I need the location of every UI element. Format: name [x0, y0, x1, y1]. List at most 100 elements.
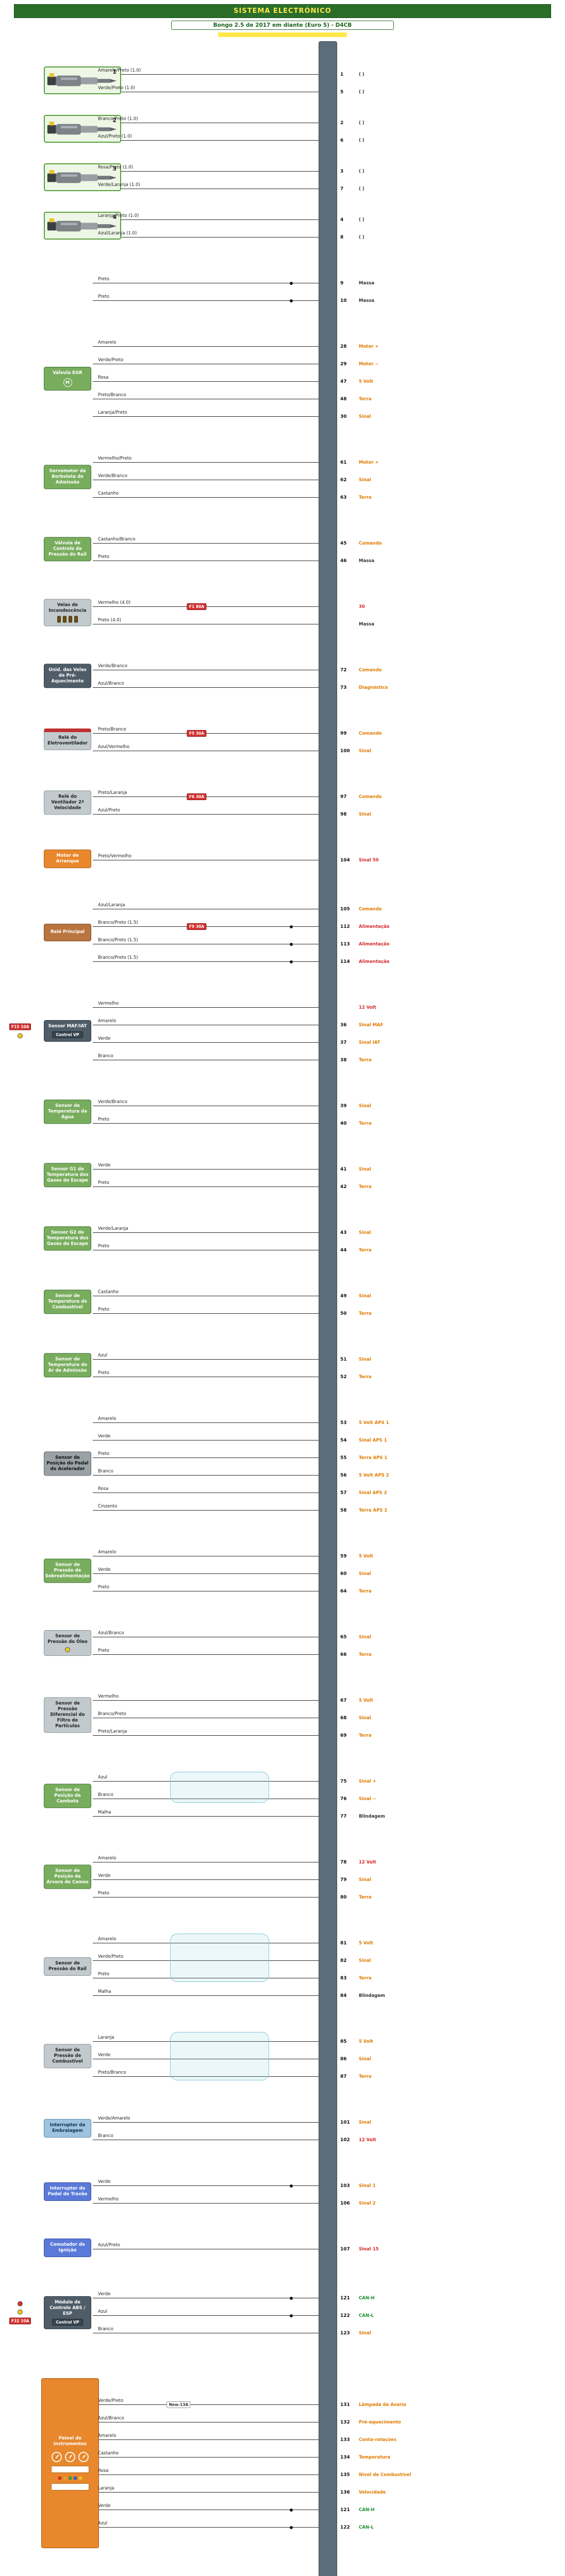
- group-sensor-g1-escape: Sensor G1 de Temperatura dos Gases de Es…: [0, 1158, 565, 1193]
- ecu-pin-number: 106: [340, 2201, 350, 2206]
- ecu-pin-number: 47: [340, 379, 347, 384]
- pin-annotation: Massa: [359, 298, 375, 303]
- wire-row: Laranja 85 5 Volt: [93, 2030, 373, 2047]
- pin-annotation: Terra: [359, 1652, 372, 1657]
- ecu-pin-number: 132: [340, 2420, 350, 2425]
- ecu-pin-number: 72: [340, 668, 347, 673]
- wire-list: Preto/Branco 99 Comando F5 30A Azul/Verm…: [93, 722, 382, 757]
- fuse-chip: F32 10A: [9, 2317, 31, 2325]
- wire-color-label: Vermelho (4.0): [98, 600, 131, 605]
- wire-color-label: Preto/Branco: [98, 2070, 126, 2075]
- wire-color-label: Azul: [98, 2521, 108, 2526]
- pin-annotation: Terra APS 2: [359, 1508, 388, 1513]
- ecu-pin-number: 6: [340, 138, 344, 143]
- pin-annotation: ( ): [359, 138, 364, 143]
- component-label: 2: [112, 117, 117, 124]
- wire-list: Amarelo 78 12 Volt Verde 79 Sinal Preto …: [93, 1851, 376, 1903]
- pin-annotation: Nível de Combustível: [359, 2472, 411, 2478]
- component-box: Comutador de Ignição: [44, 2238, 91, 2258]
- fuse-chip: F15 10A: [9, 1023, 31, 1030]
- component-label: Sensor de Temperatura da Água: [48, 1103, 87, 1120]
- pin-annotation: Velocidade: [359, 2490, 386, 2495]
- wire-row: Branco/Preto (1.0) 2 ( ): [93, 111, 364, 129]
- cable-shield: [170, 1772, 269, 1803]
- wire-color-label: Azul: [98, 2309, 108, 2314]
- wire-color-label: Verde/Laranja: [98, 1226, 128, 1231]
- ecu-pin-number: 4: [340, 217, 344, 223]
- pin-annotation: Terra: [359, 1121, 372, 1126]
- component-label: 1: [112, 69, 117, 75]
- ecu-pin-number: 76: [340, 1797, 347, 1802]
- ecu-pin-number: 97: [340, 794, 347, 800]
- wire-row: Preto 46 Massa: [93, 549, 374, 567]
- group-injetor-2: 2 Branco/Preto (1.0) 2 ( ) Azul/Preto (1…: [0, 111, 565, 146]
- wire-color-label: Verde: [98, 1434, 111, 1439]
- pin-annotation: Terra: [359, 1248, 372, 1253]
- ecu-pin-number: 44: [340, 1248, 347, 1253]
- wire-row: Preto 64 Terra: [93, 1580, 372, 1597]
- wire-row: Malha 77 Blindagem: [93, 1805, 385, 1822]
- component-box: Válvula de Controlo de Pressão do Rail: [44, 537, 91, 562]
- group-velas-incandescencia: Velas de Incandescência Vermelho (4.0) 3…: [0, 595, 565, 630]
- wire-color-label: Laranja/Preto (1.0): [98, 213, 139, 218]
- indicator-dot-icon: [65, 1647, 70, 1653]
- wire-row: Verde 103 Sinal 1: [93, 2174, 376, 2192]
- ecu-pin-number: 107: [340, 2247, 350, 2252]
- pin-annotation: Massa: [359, 622, 375, 627]
- wire-color-label: Amarelo: [98, 1416, 117, 1421]
- wire-color-label: Verde: [98, 1163, 111, 1168]
- cable-shield: [170, 1934, 269, 1982]
- component-box: Módulo de Controlo ABS / ESP Control VP: [44, 2296, 91, 2330]
- ecu-pin-strip: [319, 41, 337, 2576]
- pin-annotation: Sinal: [359, 1635, 371, 1640]
- wire-row: Preto/Laranja 69 Terra: [93, 1724, 372, 1741]
- junction-dot: [290, 281, 293, 285]
- group-sensor-posicao-cambota: Sensor de Posição da Cambota Azul 75 Sin…: [0, 1770, 565, 1822]
- wire-row: Rosa 47 5 Volt: [93, 370, 373, 387]
- wire-list: Verde 121 CAN-H Azul 122 CAN-L Branco 12…: [93, 2286, 375, 2339]
- wire-row: Verde 86 Sinal: [93, 2047, 371, 2065]
- wire-list: Verde/Branco 72 Comando Azul/Branco 73 D…: [93, 658, 388, 693]
- ecu-pin-number: 55: [340, 1455, 347, 1461]
- component-label: 4: [112, 214, 117, 221]
- pin-annotation: Blindagem: [359, 1993, 385, 1998]
- wire-list: Azul/Branco 65 Sinal Preto 66 Terra: [93, 1625, 372, 1660]
- pin-annotation: 5 Volt APS 2: [359, 1473, 389, 1478]
- ecu-pin-number: 79: [340, 1877, 347, 1883]
- wire-row: Verde/Branco 39 Sinal: [93, 1094, 371, 1112]
- group-interruptor-embraiagem: Interruptor da Embraiagem Verde/Amarelo …: [0, 2111, 565, 2146]
- wire-color-label: Amarelo: [98, 1856, 117, 1861]
- group-sensor-pressao-sobrealimentacao: Sensor de Pressão de Sobrealimentação Am…: [0, 1545, 565, 1597]
- junction-dot: [290, 2184, 293, 2188]
- wire-color-label: Branco/Preto (1.5): [98, 920, 138, 925]
- ecu-pin-number: 99: [340, 731, 347, 736]
- group-valvula-egr: Válvula EGR M Amarelo 28 Motor + Verde/P…: [0, 335, 565, 422]
- wire-color-label: Verde/Amarelo: [98, 2116, 130, 2121]
- wire-row: Preto 83 Terra: [93, 1967, 372, 1984]
- component-label: Sensor de Pressão de Combustível: [52, 2047, 83, 2064]
- wire-row: Azul/Preto (1.0) 6 ( ): [93, 129, 364, 146]
- component-label: Motor de Arranque: [56, 853, 79, 864]
- ecu-pin-number: 38: [340, 1058, 347, 1063]
- pin-annotation: ( ): [359, 187, 364, 192]
- wire-row: Azul/Laranja 105 Comando: [93, 897, 382, 915]
- ecu-pin-number: 61: [340, 460, 347, 465]
- junction-dot: [290, 2296, 293, 2300]
- group-injetor-1: 1 Amarelo/Preto (1.0) 1 ( ) Verde/Preto …: [0, 63, 565, 98]
- wire-row: Preto 50 Terra: [93, 1302, 372, 1319]
- wire-row: Verde 60 Sinal: [93, 1562, 371, 1580]
- wire-color-label: Amarelo/Preto (1.0): [98, 68, 141, 73]
- wire-color-label: Verde: [98, 1567, 111, 1572]
- pin-annotation: 12 Volt: [359, 1005, 376, 1010]
- component-label: Relé Principal: [50, 929, 85, 935]
- junction-dot-yellow: [18, 2309, 23, 2315]
- lcd-display: [51, 2466, 89, 2473]
- pin-annotation: Sinal: [359, 1571, 371, 1577]
- pin-annotation: 5 Volt: [359, 379, 373, 384]
- ecu-pin-number: 54: [340, 1438, 347, 1443]
- wire-list: Verde/Laranja 43 Sinal Preto 44 Terra: [93, 1221, 372, 1256]
- junction-dot: [290, 299, 293, 302]
- group-servomotor-borboleta: Servomotor da Borboleta de Admissão Verm…: [0, 451, 565, 503]
- junction-dot: [290, 2508, 293, 2512]
- pin-annotation: Motor +: [359, 460, 379, 465]
